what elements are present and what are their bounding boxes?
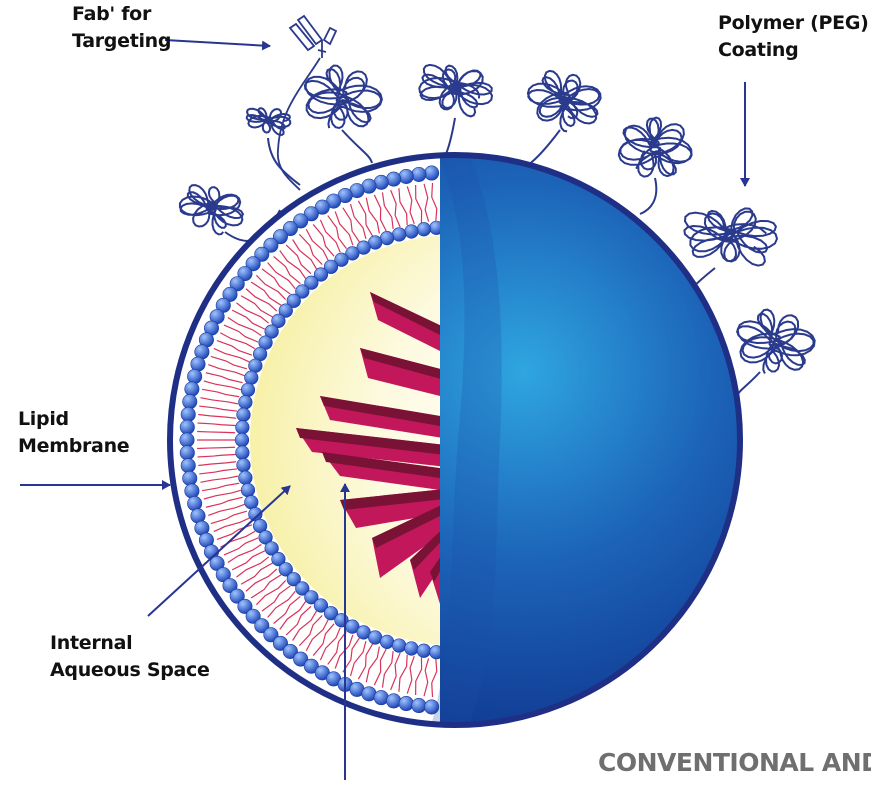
lipid-head	[380, 231, 394, 245]
lipid-head	[183, 394, 197, 408]
lipid-head	[180, 433, 194, 447]
peg-coil	[528, 71, 601, 131]
lipid-head	[424, 166, 438, 180]
peg-tether	[640, 178, 656, 214]
lipid-head	[399, 696, 413, 710]
lipid-head	[236, 446, 250, 460]
peg-coil	[419, 65, 492, 117]
lipid-head	[239, 471, 253, 485]
peg-coil	[619, 118, 692, 177]
lipid-head	[187, 369, 201, 383]
label-peg-line1: Polymer (PEG)	[718, 10, 869, 37]
lipid-head	[180, 446, 194, 460]
lipid-head	[239, 395, 253, 409]
label-peg-coating: Polymer (PEG) Coating	[718, 10, 869, 64]
label-internal-aqueous-space: Internal Aqueous Space	[50, 630, 210, 684]
label-fab-targeting: Fab' for Targeting	[72, 1, 171, 55]
lipid-head	[380, 635, 394, 649]
lipid-head	[412, 698, 426, 712]
label-lipid-line1: Lipid	[18, 406, 129, 433]
peg-coil	[737, 310, 815, 374]
peg-tether	[342, 130, 372, 163]
peg-coil	[305, 66, 382, 129]
lipid-head	[392, 639, 406, 653]
lipid-head	[405, 642, 419, 656]
label-aqueous-line2: Aqueous Space	[50, 657, 210, 684]
lipid-head	[417, 644, 431, 658]
lipid-head	[236, 421, 250, 435]
lipid-head	[417, 222, 431, 236]
label-fab-line1: Fab' for	[72, 1, 171, 28]
label-lipid-membrane: Lipid Membrane	[18, 406, 129, 460]
label-fab-line2: Targeting	[72, 28, 171, 55]
lipid-head	[399, 169, 413, 183]
lipid-head	[405, 225, 419, 239]
lipid-head	[241, 483, 255, 497]
lipid-head	[412, 167, 426, 181]
lipid-head	[237, 408, 251, 422]
lipid-head	[245, 371, 259, 385]
lipid-head	[386, 172, 400, 186]
peg-coil	[180, 185, 243, 234]
peg-tether	[445, 118, 455, 156]
lipid-head	[181, 458, 195, 472]
lipid-head	[183, 471, 197, 485]
lipid-head	[368, 631, 382, 645]
peg-tether	[268, 138, 300, 185]
lipid-head	[187, 496, 201, 510]
peg-tether	[528, 130, 560, 165]
lipid-head	[245, 495, 259, 509]
label-aqueous-line1: Internal	[50, 630, 210, 657]
label-peg-line2: Coating	[718, 37, 869, 64]
lipid-head	[185, 382, 199, 396]
lipid-head	[191, 357, 205, 371]
lipid-head	[392, 228, 406, 242]
arrow-fab	[165, 40, 270, 46]
peg-tether	[738, 372, 760, 394]
peg-coil	[684, 208, 777, 265]
lipid-head	[374, 690, 388, 704]
lipid-head	[185, 484, 199, 498]
lipid-head	[241, 383, 255, 397]
label-lipid-line2: Membrane	[18, 433, 129, 460]
lipid-head	[180, 420, 194, 434]
lipid-head	[181, 407, 195, 421]
lipid-head	[386, 694, 400, 708]
lipid-head	[237, 458, 251, 472]
caption-text: CONVENTIONAL AND	[598, 748, 871, 777]
lipid-head	[235, 433, 249, 447]
lipid-head	[249, 359, 263, 373]
